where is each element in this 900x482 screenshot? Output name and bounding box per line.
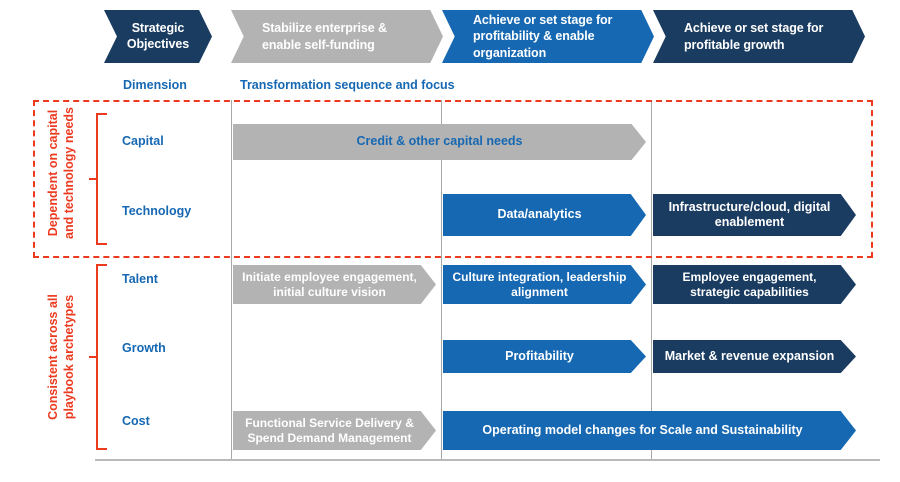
row-arrow-label-talent-1: Culture integration, leadership alignmen… (452, 269, 627, 299)
row-arrow-label-talent-2: Employee engagement, strategic capabilit… (682, 269, 817, 299)
row-arrow-label-talent-0: Initiate employee engagement, initial cu… (242, 269, 417, 299)
group-label-consistent-across-all: Consistent across all playbook archetype… (46, 294, 76, 420)
dimension-label-technology: Technology (122, 204, 192, 218)
header-stage-label-1: Stabilize enterprise & enable self-fundi… (262, 21, 387, 52)
dimension-label-talent: Talent (122, 272, 158, 286)
row-arrow-cost-1: Operating model changes for Scale and Su… (443, 411, 856, 450)
header-stage-1: Stabilize enterprise & enable self-fundi… (231, 10, 443, 63)
header-stage-3: Achieve or set stage for profitable grow… (653, 10, 865, 63)
column-label-dimension: Dimension (123, 78, 187, 92)
group-bracket-tick-2 (89, 356, 96, 358)
header-stage-0: Strategic Objectives (104, 10, 212, 63)
row-arrow-talent-0: Initiate employee engagement, initial cu… (233, 265, 436, 304)
dimension-label-cost: Cost (122, 414, 150, 428)
header-stage-label-2: Achieve or set stage for profitability &… (473, 13, 613, 60)
row-arrow-label-growth-0: Profitability (505, 348, 574, 363)
row-arrow-growth-0: Profitability (443, 340, 646, 373)
group-bracket-2 (96, 264, 107, 450)
column-divider-1 (231, 100, 232, 460)
row-arrow-label-cost-0: Functional Service Delivery & Spend Dema… (245, 415, 414, 445)
row-arrow-label-capital-0: Credit & other capital needs (356, 134, 523, 149)
row-arrow-technology-0: Data/analytics (443, 194, 646, 236)
row-arrow-label-technology-1: Infrastructure/cloud, digital enablement (668, 199, 831, 229)
dimension-label-capital: Capital (122, 134, 164, 148)
row-arrow-capital-0: Credit & other capital needs (233, 124, 646, 160)
group-bracket-tick-1 (89, 178, 96, 180)
group-bracket-1 (96, 113, 107, 245)
baseline-axis (95, 459, 880, 461)
row-arrow-talent-1: Culture integration, leadership alignmen… (443, 265, 646, 304)
header-stage-label-3: Achieve or set stage for profitable grow… (684, 21, 824, 52)
column-divider-2 (441, 100, 442, 460)
group-label-dependent-on-capital: Dependent on capital and technology need… (46, 107, 76, 239)
row-arrow-label-technology-0: Data/analytics (497, 207, 582, 222)
row-arrow-technology-1: Infrastructure/cloud, digital enablement (653, 194, 856, 236)
row-arrow-cost-0: Functional Service Delivery & Spend Dema… (233, 411, 436, 450)
row-arrow-talent-2: Employee engagement, strategic capabilit… (653, 265, 856, 304)
dimension-label-growth: Growth (122, 341, 166, 355)
row-arrow-label-cost-1: Operating model changes for Scale and Su… (482, 422, 803, 437)
row-arrow-growth-1: Market & revenue expansion (653, 340, 856, 373)
row-arrow-label-growth-1: Market & revenue expansion (664, 348, 835, 363)
header-stage-2: Achieve or set stage for profitability &… (442, 10, 654, 63)
column-divider-3 (651, 100, 652, 460)
column-label-sequence: Transformation sequence and focus (240, 78, 455, 92)
header-stage-label-0: Strategic Objectives (126, 20, 190, 51)
